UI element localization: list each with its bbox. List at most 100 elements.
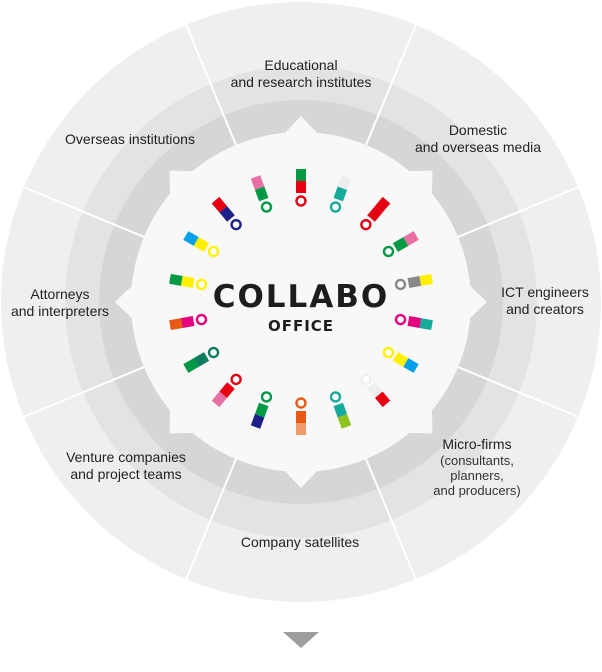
person-icon [183,231,220,258]
sector-label-line: Overseas institutions [65,131,195,147]
person-icon [211,196,242,231]
person-head [382,346,395,359]
person-body-lower [254,186,269,202]
person-head [195,278,208,291]
person-body-upper [296,423,306,435]
person-head [394,278,407,291]
person-body-lower [219,206,235,222]
sector-dividers [21,22,581,582]
person-body-upper [403,231,419,246]
person-body-upper [183,358,199,373]
person-icon [382,346,419,373]
person-head [207,245,220,258]
person-icon [329,175,352,213]
person-body-lower [407,316,422,328]
hub-notch [468,284,487,320]
person-body-upper [337,414,352,429]
person-icon [382,231,419,258]
person-head [329,391,342,403]
sector-divider [21,185,163,246]
sector-label-line: Company satellites [240,534,360,550]
sector-label-line: ICT engineers [501,284,589,300]
person-body-lower [333,186,348,202]
sector-label-overseas: Overseas institutions [35,131,225,148]
person-body-lower [407,276,422,288]
person-head [329,201,342,213]
person-body-lower [180,276,195,288]
sector-divider [439,358,581,419]
person-body-upper [374,391,391,408]
person-body-upper [403,358,419,373]
sector-label-line: Micro-firms [442,436,512,452]
person-body-upper [296,169,306,181]
person-icon [211,373,242,408]
hub-notch [169,170,196,197]
person-body-upper [250,414,265,429]
person-head [295,397,307,409]
person-body-upper [250,175,265,190]
person-head [260,391,273,403]
person-head [394,313,407,326]
person-head [207,346,220,359]
person-body-upper [211,196,228,213]
person-body-lower [367,206,383,222]
center-hub [115,116,487,488]
center-title: COLLABO [212,279,390,315]
hub-notch [406,170,433,197]
person-head [295,195,307,207]
sector-label-micro-firms: Micro-firms(consultants,planners,and pro… [382,436,572,498]
sector-divider [184,22,245,164]
hub-notch [115,284,134,320]
person-icon [295,169,307,207]
sector-label-company-satellites: Company satellites [205,534,395,551]
person-body-upper [169,318,183,331]
person-icon [360,373,391,408]
people-icons [169,169,433,435]
person-body-upper [169,273,183,286]
person-head [360,373,372,386]
person-head [230,218,242,231]
sector-label-line: Domestic [448,122,508,138]
person-icon [394,313,433,331]
person-icon [250,391,273,429]
person-body-lower [333,402,348,418]
down-arrow-icon [283,632,319,648]
person-body-upper [211,391,228,408]
person-body-upper [419,273,433,286]
person-body-lower [392,352,409,367]
person-body-upper [183,231,199,246]
sector-divider [184,440,245,582]
sector-label-subline: and producers) [433,483,521,498]
hub-notch [406,407,433,434]
person-icon [295,397,307,435]
person-head [382,245,395,258]
hub-notch [169,407,196,434]
person-icon [360,196,391,231]
sector-divider [21,358,163,419]
sector-divider [439,185,581,246]
person-icon [169,313,208,331]
sector-divider [357,440,418,582]
person-head [195,313,208,326]
person-body-lower [254,402,269,418]
person-body-lower [296,181,306,193]
sector-label-line: Venture companies [66,449,186,465]
person-head [230,373,242,386]
person-body-lower [392,237,409,252]
person-icon [250,175,273,213]
hub-circle [131,132,471,472]
sector-divider [357,22,418,164]
sector-label-line: and project teams [70,466,182,482]
person-icon [183,346,220,373]
person-body-lower [193,237,210,252]
hub-notch [283,469,319,488]
person-head [360,218,372,231]
sector-label-line: Attorneys [30,286,90,302]
